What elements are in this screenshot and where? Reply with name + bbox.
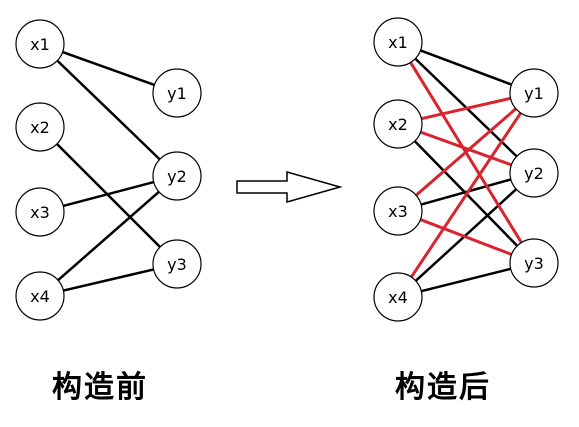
before-node-x1: x1 — [15, 19, 65, 69]
after-node-label-x4: x4 — [388, 288, 408, 307]
after-node-circle-y2 — [509, 148, 559, 198]
after-edge-x3-y3 — [418, 218, 514, 256]
after-edges — [409, 49, 523, 293]
after-node-label-y3: y3 — [524, 254, 544, 273]
before-node-circle-x3 — [15, 187, 65, 237]
before-edge-x4-y3 — [62, 268, 155, 292]
before-node-label-y2: y2 — [167, 167, 187, 186]
after-edge-x2-y1 — [419, 96, 513, 121]
after-node-y1: y1 — [509, 68, 559, 118]
after-edge-x3-y1 — [414, 107, 518, 197]
after-node-x1: x1 — [373, 17, 423, 67]
after-node-circle-x4 — [373, 272, 423, 322]
after-edge-x1-y1 — [419, 49, 513, 86]
before-edge-x3-y2 — [61, 180, 156, 208]
after-nodes: x1 x2 x3 x4 y1 y2 y3 — [373, 17, 559, 322]
before-node-circle-y1 — [152, 68, 202, 118]
after-caption: 构造后 — [395, 370, 491, 405]
before-node-circle-x1 — [15, 19, 65, 69]
after-node-circle-x2 — [373, 99, 423, 149]
before-node-y1: y1 — [152, 68, 202, 118]
before-caption: 构造前 — [52, 370, 148, 405]
after-node-circle-y1 — [509, 68, 559, 118]
before-edge-x4-y2 — [56, 190, 161, 282]
before-node-circle-x2 — [15, 102, 65, 152]
after-node-circle-x1 — [373, 17, 423, 67]
transform-arrow-icon — [236, 171, 343, 203]
before-node-label-x4: x4 — [30, 287, 50, 306]
before-edges — [55, 50, 162, 292]
after-node-label-y1: y1 — [524, 84, 544, 103]
after-node-label-x2: x2 — [388, 115, 408, 134]
after-edge-x4-y1 — [409, 111, 523, 279]
after-node-x4: x4 — [373, 272, 423, 322]
before-node-circle-y3 — [152, 239, 202, 289]
before-node-circle-y2 — [152, 151, 202, 201]
before-node-label-x3: x3 — [30, 203, 50, 222]
after-edge-x4-y3 — [420, 267, 512, 293]
after-node-circle-x3 — [373, 186, 423, 236]
before-node-y3: y3 — [152, 239, 202, 289]
before-node-label-y3: y3 — [167, 255, 187, 274]
before-edge-x1-y2 — [56, 59, 161, 161]
after-node-circle-y3 — [509, 238, 559, 288]
after-edge-x2-y2 — [419, 130, 513, 167]
before-edge-x2-y3 — [55, 142, 162, 249]
before-node-label-y1: y1 — [167, 84, 187, 103]
after-node-label-y2: y2 — [524, 164, 544, 183]
before-node-label-x2: x2 — [30, 118, 50, 137]
after-edge-x3-y2 — [419, 178, 513, 206]
before-node-y2: y2 — [152, 151, 202, 201]
before-node-x2: x2 — [15, 102, 65, 152]
before-nodes: x1 x2 x3 x4 y1 y2 y3 — [15, 19, 202, 321]
after-node-label-x3: x3 — [388, 202, 408, 221]
after-node-label-x1: x1 — [388, 33, 408, 52]
after-node-y2: y2 — [509, 148, 559, 198]
before-node-x4: x4 — [15, 271, 65, 321]
before-node-circle-x4 — [15, 271, 65, 321]
before-node-label-x1: x1 — [30, 35, 50, 54]
before-edge-x1-y1 — [61, 50, 156, 87]
after-node-x2: x2 — [373, 99, 423, 149]
after-node-x3: x3 — [373, 186, 423, 236]
after-node-y3: y3 — [509, 238, 559, 288]
before-node-x3: x3 — [15, 187, 65, 237]
